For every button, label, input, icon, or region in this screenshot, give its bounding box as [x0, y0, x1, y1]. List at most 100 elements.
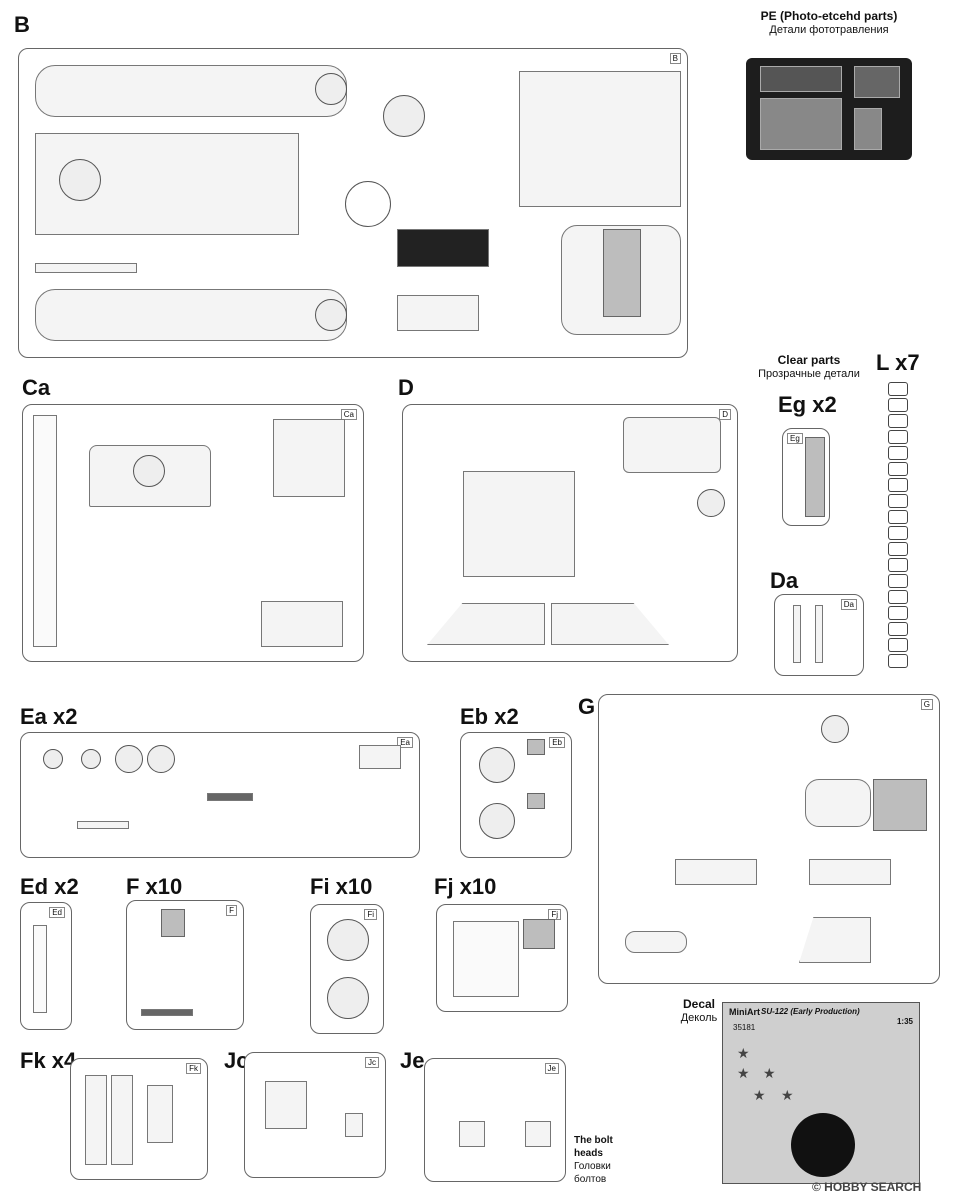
sprue-b-track-lower — [35, 289, 347, 341]
pe-caption: PE (Photo-etcehd parts) Детали фототравл… — [744, 10, 914, 37]
sprue-g-armor-plate — [799, 917, 871, 963]
sprue-label-jc: Jc — [224, 1048, 249, 1073]
sprue-jc-tag: Jc — [365, 1057, 379, 1068]
sprue-eg-clear-parts — [805, 437, 825, 517]
sprue-g-shaded-part — [873, 779, 927, 831]
sprue-ea-rod — [77, 821, 129, 829]
sprue-d-mantlet — [623, 417, 721, 473]
decal-star-2: ★ — [737, 1065, 750, 1081]
pe-strips — [854, 66, 900, 98]
sprue-eb-wheel-upper — [479, 747, 515, 783]
track-link — [888, 414, 908, 428]
decal-brand: MiniArt — [729, 1007, 760, 1017]
pe-brackets — [760, 66, 842, 92]
pe-mesh-small — [854, 108, 882, 150]
sprue-jc-box — [265, 1081, 307, 1129]
sprue-label-fj: Fj x10 — [434, 874, 497, 899]
bolt-caption: The bolt heads Головки болтов — [574, 1134, 644, 1186]
sprue-d-round-part — [697, 489, 725, 517]
sprue-je-tag: Je — [544, 1063, 559, 1074]
sprue-fk-fender-left — [85, 1075, 107, 1165]
sprue-label-ea: Ea x2 — [20, 704, 78, 729]
sprue-fj-shaded-part — [523, 919, 555, 949]
track-link — [888, 622, 908, 636]
decal-star-4: ★ — [753, 1087, 766, 1103]
sprue-g-bracket-right — [809, 859, 891, 885]
sprue-fi-tag: Fi — [364, 909, 377, 920]
sprue-da-strut-right — [815, 605, 823, 663]
sprue-ca-plate — [261, 601, 343, 647]
track-link — [888, 590, 908, 604]
sprue-b-round-plate — [383, 95, 425, 137]
sprue-jc-frame: Jc — [244, 1052, 386, 1178]
decal-star-3: ★ — [763, 1065, 776, 1081]
sprue-fk-tag: Fk — [186, 1063, 201, 1074]
sprue-eb-frame: Eb — [460, 732, 572, 858]
track-link — [888, 462, 908, 476]
sprue-label-fi: Fi x10 — [310, 874, 373, 899]
sprue-label-da: Da — [770, 568, 799, 593]
sprue-d-frame: D — [402, 404, 738, 662]
sprue-ea-tag: Ea — [397, 737, 413, 748]
sprue-ea-wheel-4 — [147, 745, 175, 773]
sprue-b-shaded-part — [603, 229, 641, 317]
sprue-g-bracket-left — [675, 859, 757, 885]
sprue-b-rail — [35, 263, 137, 273]
sprue-ca-frame: Ca — [22, 404, 364, 662]
sprue-ed-frame: Ed — [20, 902, 72, 1030]
sprue-da-strut-left — [793, 605, 801, 663]
bolt-title: The bolt heads — [574, 1135, 613, 1159]
decal-scale: 1:35 — [896, 1017, 913, 1026]
sprue-eg-frame: Eg — [782, 428, 830, 526]
track-link — [888, 574, 908, 588]
decal-title: Decal — [682, 997, 716, 1011]
sprue-ca-box — [273, 419, 345, 497]
sprue-jc-small-part — [345, 1113, 363, 1137]
track-link — [888, 510, 908, 524]
sprue-fk-center — [147, 1085, 173, 1143]
sprue-b-track-upper — [35, 65, 347, 117]
sprue-g-hatch — [625, 931, 687, 953]
track-link — [888, 398, 908, 412]
sprue-d-tag: D — [719, 409, 731, 420]
watermark: © HOBBY SEARCH — [812, 1180, 922, 1194]
decal-sheet-title: SU-122 (Early Production) — [761, 1007, 860, 1016]
sprue-eb-tag: Eb — [549, 737, 565, 748]
sprue-b-grille — [397, 229, 489, 267]
sprue-da-frame: Da — [774, 594, 864, 676]
sprue-ca-tag: Ca — [340, 409, 357, 420]
sprue-b-roof-frame — [519, 71, 681, 207]
sprue-je-block-right — [525, 1121, 551, 1147]
sprue-label-f: F x10 — [126, 874, 183, 899]
sprue-label-d: D — [398, 375, 414, 400]
sprue-label-eb: Eb x2 — [460, 704, 519, 729]
sprue-ca-turret-ring — [133, 455, 165, 487]
sprue-fi-wheel-upper — [327, 919, 369, 961]
sprue-b-vent — [397, 295, 479, 331]
sprue-ea-frame: Ea — [20, 732, 420, 858]
sprue-f-spring — [141, 1009, 193, 1016]
decal-sheet: MiniArt 35181 SU-122 (Early Production) … — [722, 1002, 920, 1184]
sprue-label-fk: Fk x4 — [20, 1048, 77, 1073]
sprue-d-glacis-left — [427, 603, 545, 645]
decal-code: 35181 — [733, 1023, 756, 1032]
sprue-fi-wheel-lower — [327, 977, 369, 1019]
sprue-je-block-left — [459, 1121, 485, 1147]
decal-star-1: ★ — [737, 1045, 750, 1061]
pe-fret — [746, 58, 912, 160]
decal-black-circle — [791, 1113, 855, 1177]
pe-subtitle: Детали фототравления — [769, 24, 889, 36]
sprue-eb-wheel-lower — [479, 803, 515, 839]
track-link — [888, 654, 908, 668]
sprue-ea-spring — [207, 793, 253, 801]
sprue-label-ed: Ed x2 — [20, 874, 79, 899]
sprue-b-center-ring — [345, 181, 391, 227]
bolt-subtitle: Головки болтов — [574, 1161, 611, 1185]
sprue-d-glacis-right — [551, 603, 669, 645]
sprue-g-gear — [821, 715, 849, 743]
sprue-d-hull-floor — [463, 471, 575, 577]
sprue-je-frame: Je — [424, 1058, 566, 1182]
sprue-fj-frame: Fj — [436, 904, 568, 1012]
clear-caption: Clear parts Прозрачные детали — [744, 354, 874, 381]
track-link — [888, 638, 908, 652]
